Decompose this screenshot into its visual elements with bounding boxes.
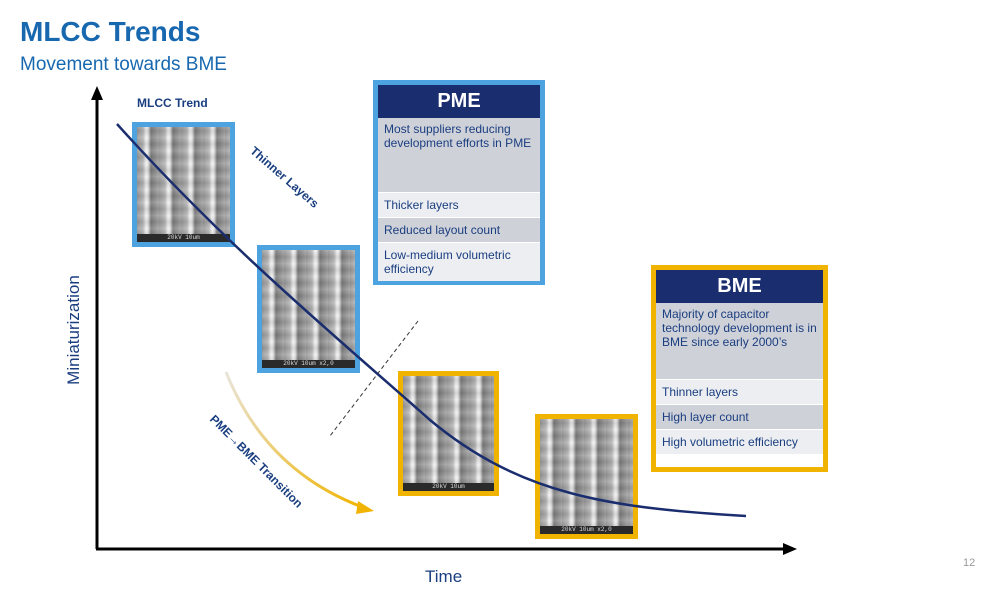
- pme-panel: PME Most suppliers reducing development …: [373, 80, 545, 285]
- micrograph-scale-bar: 20kV 10um x2,0: [262, 360, 355, 368]
- y-axis-arrowhead: [91, 86, 103, 100]
- bme-item-layer-count: High layer count: [656, 404, 823, 429]
- y-axis-label: Miniaturization: [64, 275, 83, 385]
- pme-header: PME: [378, 85, 540, 118]
- bme-panel: BME Majority of capacitor technology dev…: [651, 265, 828, 472]
- bme-micrograph-2: 20kV 10um x2,0: [535, 414, 638, 539]
- pme-description: Most suppliers reducing development effo…: [378, 118, 540, 192]
- micrograph-scale-bar: 20kV 10um: [403, 483, 494, 491]
- pme-item-thicker-layers: Thicker layers: [378, 192, 540, 217]
- pme-micrograph-2: 20kV 10um x2,0: [257, 245, 360, 373]
- x-axis-label: Time: [425, 567, 463, 586]
- pme-item-reduced-layout: Reduced layout count: [378, 217, 540, 242]
- transition-arrowhead: [356, 501, 374, 514]
- bme-header: BME: [656, 270, 823, 303]
- page-number: 12: [963, 557, 976, 569]
- micrograph-scale-bar: 20kV 10um: [137, 234, 230, 242]
- slide-subtitle: Movement towards BME: [20, 54, 227, 75]
- mlcc-trend-label: MLCC Trend: [137, 96, 208, 110]
- x-axis-arrowhead: [783, 543, 797, 555]
- micrograph-scale-bar: 20kV 10um x2,0: [540, 526, 633, 534]
- pme-item-volumetric: Low-medium volumetric efficiency: [378, 242, 540, 281]
- pme-micrograph-1: 20kV 10um: [132, 122, 235, 247]
- bme-item-thinner-layers: Thinner layers: [656, 379, 823, 404]
- slide-title: MLCC Trends: [20, 16, 201, 47]
- bme-item-volumetric: High volumetric efficiency: [656, 429, 823, 454]
- bme-micrograph-1: 20kV 10um: [398, 371, 499, 496]
- transition-arrow: [224, 371, 363, 509]
- bme-description: Majority of capacitor technology develop…: [656, 303, 823, 379]
